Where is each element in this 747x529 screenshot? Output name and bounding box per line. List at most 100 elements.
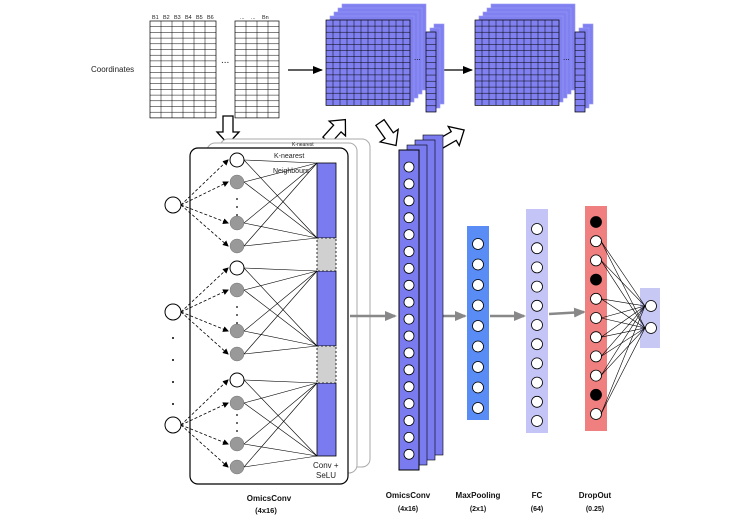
conv2-node: [403, 262, 415, 274]
fan-line: [243, 159, 318, 164]
maxpool-layer: [467, 226, 489, 420]
conv-selu-line2: SeLU: [316, 471, 336, 480]
stack-dots: ...: [563, 53, 570, 62]
fan-line: [243, 181, 318, 239]
center-node: [229, 260, 245, 276]
neighbour-arrow: [180, 181, 229, 206]
neighbour-node: [229, 436, 245, 452]
dropout-node: [590, 350, 602, 363]
fan-line: [243, 267, 318, 272]
dropped-node: [590, 273, 602, 286]
output-edge: [600, 260, 646, 329]
fc-node: [531, 395, 543, 408]
omics-conv-layer-2: [398, 134, 444, 471]
fan-line: [243, 267, 318, 347]
neighbour-node: [229, 395, 245, 411]
feature-map-stack-1: ...: [325, 3, 445, 113]
fc-node: [531, 338, 543, 351]
header-b3: B3: [174, 15, 181, 21]
neighbour-node: [229, 282, 245, 298]
header-labels: B1 B2 B3 B4 B5 B6 ... ... Bn: [152, 15, 269, 21]
input-node: [164, 416, 182, 434]
neighbour-arrow: [180, 204, 229, 247]
maxpool-node: [472, 279, 484, 291]
conv2-node: [403, 431, 415, 443]
neighbour-arrow: [180, 267, 229, 313]
input-node: [164, 303, 182, 321]
neighbour-node: [229, 323, 245, 339]
input-dot: [172, 359, 174, 361]
neighbour-dot: [236, 206, 238, 208]
fc-node: [531, 280, 543, 293]
neighbour-node: [229, 459, 245, 475]
fan-line: [243, 330, 318, 347]
conv2-node: [403, 246, 415, 257]
input-grid-left: [149, 20, 217, 119]
fan-line: [243, 270, 318, 355]
card-front: [189, 147, 349, 485]
maxpool-node: [472, 381, 484, 394]
fc-node: [531, 242, 543, 255]
conv2-node: [403, 347, 415, 359]
fan-line: [243, 289, 318, 347]
dropout-node: [590, 254, 602, 267]
fc-node: [531, 357, 543, 370]
conv2-node: [403, 296, 415, 308]
fan-line: [243, 402, 318, 457]
output-edge: [600, 305, 646, 338]
header-b1: B1: [152, 15, 159, 21]
output-edge: [600, 305, 646, 376]
header-b4: B4: [185, 15, 192, 21]
dropout-node: [590, 292, 602, 305]
fan-line: [243, 162, 318, 224]
neighbour-node: [229, 238, 245, 254]
output-edge: [600, 241, 646, 307]
conv-filter-block: [316, 270, 337, 347]
conv2-node: [403, 178, 415, 190]
conv2-node: [403, 448, 415, 460]
knearest-label: K-nearest: [274, 153, 304, 160]
conv2-front-slab: [398, 149, 420, 471]
block-arrow-up-2: [436, 125, 465, 150]
dropout-layer: [585, 206, 607, 431]
neighbour-arrow: [180, 379, 229, 426]
fan-line: [243, 159, 318, 239]
neighbour-arrow: [180, 159, 229, 206]
input-grid-right: [234, 20, 280, 119]
neighbour-arrow: [180, 424, 229, 468]
back-card-label: K-nearest: [292, 142, 314, 148]
stack-side-grid: [425, 31, 437, 113]
neighbour-dot: [236, 414, 238, 416]
grid-ellipsis: ...: [221, 55, 229, 66]
output-edge: [600, 317, 646, 329]
stage-maxpooling-name: MaxPooling: [456, 491, 501, 500]
fan-line: [243, 162, 318, 247]
header-b2: B2: [163, 15, 170, 21]
neighbour-arrow: [180, 402, 229, 426]
stage-omicsconv-2-param: (4x16): [398, 506, 418, 513]
fan-line: [243, 270, 318, 332]
feature-map-stack-2: ...: [474, 3, 594, 113]
input-table-left: [149, 20, 217, 119]
coordinates-label: Coordinates: [91, 65, 134, 74]
output-edge: [600, 305, 646, 319]
fan-line: [243, 455, 318, 468]
output-layer: [600, 241, 660, 415]
output-edge: [600, 298, 646, 329]
conv-filter-block: [316, 382, 337, 457]
maxpool-node: [472, 258, 484, 271]
conv2-node: [403, 398, 415, 410]
output-edge: [600, 305, 646, 357]
output-edge: [600, 327, 646, 357]
maxpool-node: [472, 299, 484, 312]
fc-node: [531, 223, 543, 235]
neighbour-arrow: [180, 311, 229, 332]
dropout-node: [590, 235, 602, 248]
fc-layer: [526, 209, 548, 433]
fan-line: [243, 379, 318, 457]
fc-node: [531, 376, 543, 389]
neighbour-dot: [236, 322, 238, 324]
neighbour-node: [229, 346, 245, 362]
fc-node: [531, 415, 543, 427]
